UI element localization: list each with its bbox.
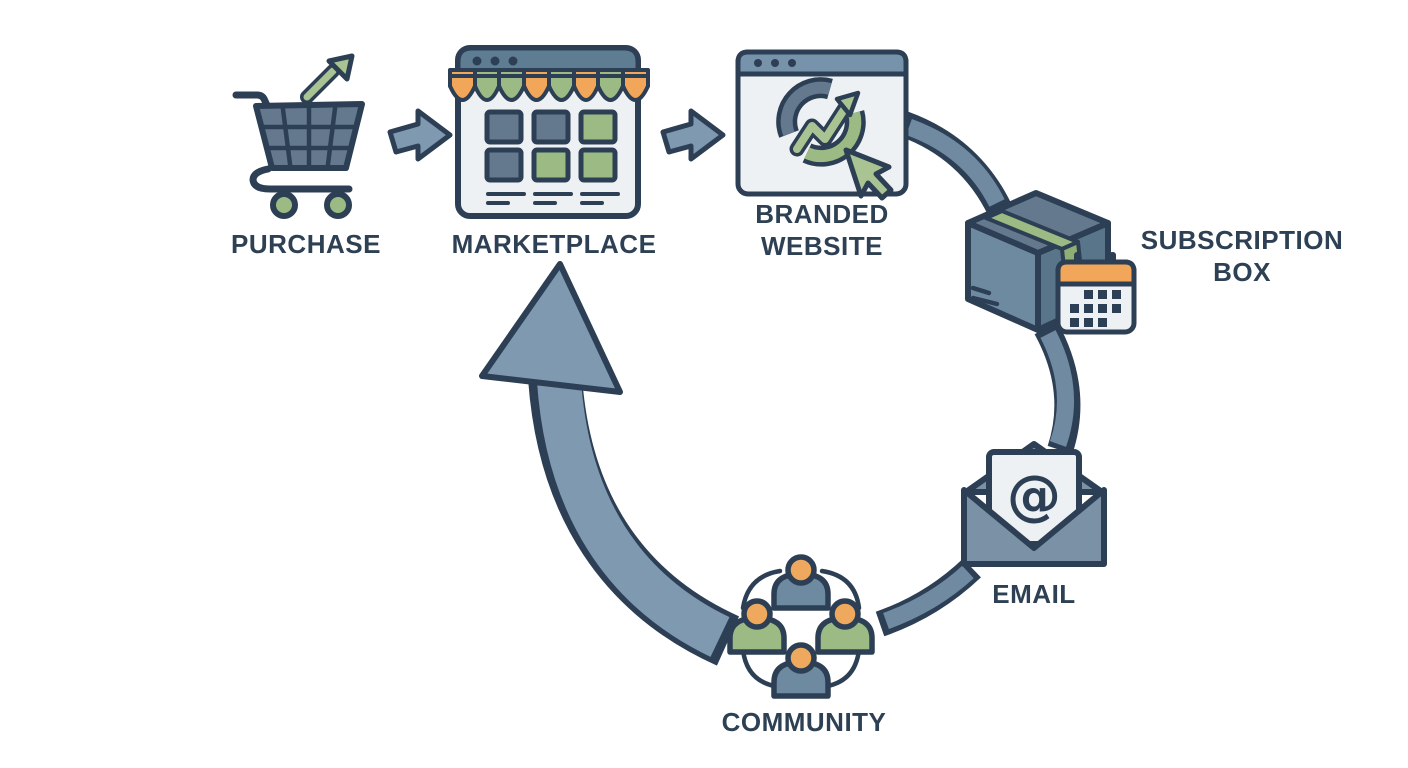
subscription-box-label-line2: BOX (1213, 257, 1271, 287)
people-circle-icon (727, 554, 875, 699)
browser-header (735, 49, 909, 77)
person-top (771, 554, 831, 611)
person-right (815, 598, 875, 655)
growth-ring (776, 77, 866, 167)
subscription-box-label-line1: SUBSCRIPTION (1140, 225, 1344, 255)
loop-arrow-icon (479, 261, 740, 666)
person-left (727, 598, 787, 655)
awning (448, 68, 650, 102)
envelope-pocket (961, 487, 1107, 567)
at-symbol: @ (1007, 464, 1061, 527)
purchase-label: PURCHASE (231, 229, 381, 259)
email-label: EMAIL (992, 579, 1076, 609)
browser-growth-icon (735, 49, 909, 201)
arc-email-to-community (875, 558, 981, 637)
package-label-lines (970, 285, 1000, 307)
calendar-icon (1055, 252, 1137, 335)
product-grid (484, 109, 618, 183)
cart-grid (261, 104, 357, 169)
growth-zigzag-arrow (789, 90, 861, 157)
branded-website-label: BRANDED WEBSITE (755, 198, 889, 262)
marketplace-label: MARKETPLACE (451, 229, 657, 259)
open-envelope-icon: @ (961, 441, 1107, 567)
arc-website-to-box (899, 111, 1012, 216)
flow-arrow-icon (663, 111, 723, 159)
branded-website-label-line2: WEBSITE (761, 231, 883, 261)
cursor-icon (843, 147, 894, 201)
subscription-box-label: SUBSCRIPTION BOX (1141, 224, 1343, 288)
community-label: COMMUNITY (721, 707, 887, 737)
calendar-header (1055, 259, 1137, 287)
listing-text-lines (486, 192, 620, 205)
cart-base (249, 165, 353, 193)
calendar-grid (1070, 290, 1121, 327)
window-dots (754, 59, 796, 67)
letter (986, 449, 1082, 547)
storefront-header (455, 45, 641, 76)
cart-wheel (270, 191, 298, 219)
flow-arrow-icon (390, 111, 450, 159)
window-dots (472, 56, 518, 66)
trend-arrow-icon (300, 53, 355, 104)
arc-box-to-email (1034, 321, 1081, 455)
storefront-icon (448, 45, 650, 219)
shopping-cart-icon (232, 53, 365, 219)
cart-handle (232, 91, 275, 118)
cart-wheel (324, 191, 352, 219)
person-bottom (771, 642, 831, 699)
branded-website-label-line1: BRANDED (755, 199, 889, 229)
